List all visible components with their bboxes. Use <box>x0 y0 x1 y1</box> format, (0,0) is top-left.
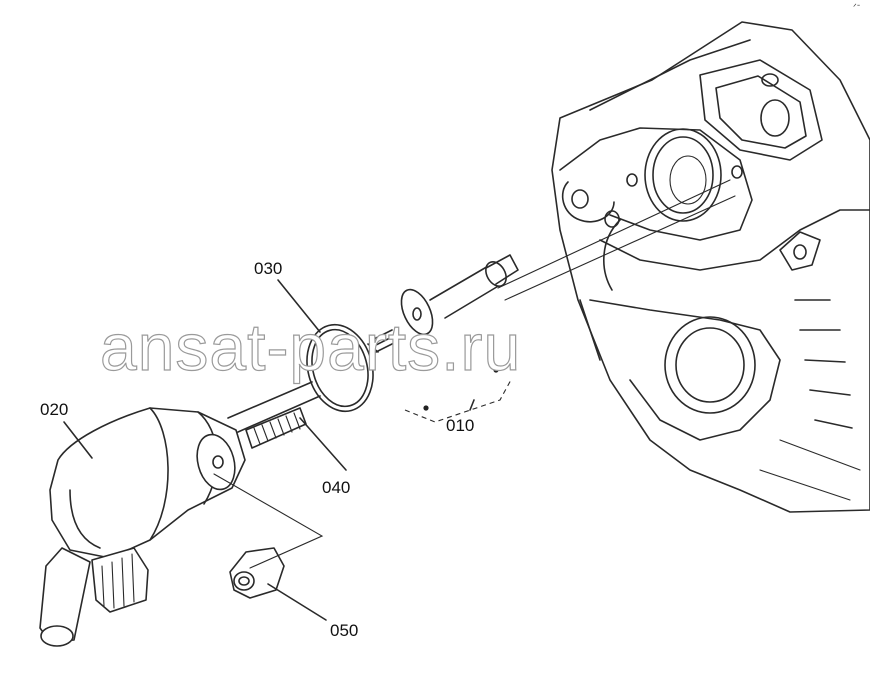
stud-040 <box>227 381 321 449</box>
watermark-text: ansat-parts.ru <box>100 310 521 384</box>
shaft-assembly-010 <box>367 179 736 423</box>
callout-020: 020 <box>40 400 68 419</box>
o-ring-030 <box>306 323 374 413</box>
callout-010: 010 <box>446 416 474 435</box>
callout-040: 040 <box>322 478 350 497</box>
transmission-housing <box>551 21 870 513</box>
nut-050 <box>229 547 285 599</box>
leader-lines <box>63 279 475 621</box>
callout-050: 050 <box>330 621 358 640</box>
callout-030: 030 <box>254 259 282 278</box>
sensor-020 <box>39 407 246 647</box>
corner-mark: ᐟᐨ <box>853 2 861 12</box>
